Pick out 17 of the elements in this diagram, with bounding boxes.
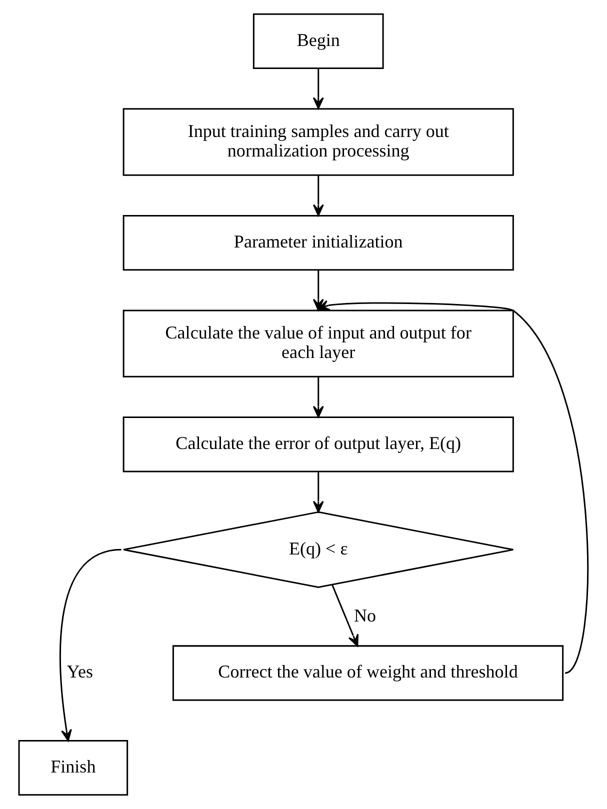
node-box: Input training samples and carry out normalization processing — [122, 108, 514, 176]
edge-label: No — [354, 605, 376, 626]
arrow — [332, 584, 359, 647]
node-diamond: E(q) < ε — [122, 511, 514, 588]
arrow — [312, 377, 324, 418]
node-box: Begin — [252, 13, 384, 70]
node-box: Calculate the value of input and output for each layer — [122, 310, 514, 378]
arrow — [60, 548, 122, 742]
arrow — [312, 68, 324, 110]
edge-label: Yes — [66, 662, 94, 682]
arrow — [312, 472, 324, 513]
arrow — [318, 300, 588, 674]
arrow — [312, 176, 324, 216]
node-box: Parameter initialization — [122, 214, 514, 271]
node-box: Correct the value of weight and threshold — [172, 645, 564, 701]
node-box: Calculate the error of output layer, E(q) — [122, 416, 514, 472]
node-box: Finish — [18, 740, 128, 796]
